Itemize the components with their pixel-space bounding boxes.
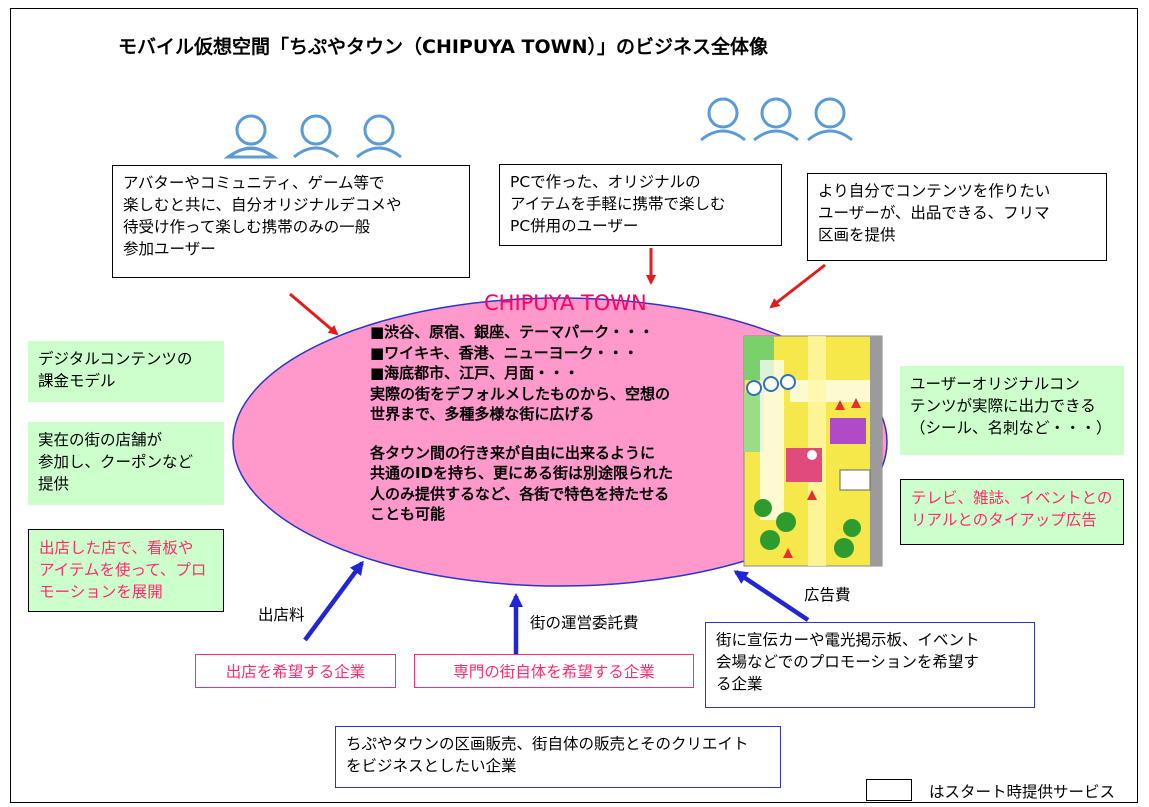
tieup-ad-box: テレビ、雑誌、イベントとの リアルとのタイアップ広告 (900, 479, 1124, 545)
user-icon (356, 114, 402, 159)
town-line: 共通のIDを持ち、更にある街は別途限られた (370, 464, 674, 482)
red-arrow-flea (769, 263, 826, 309)
user-icon (293, 114, 339, 159)
flea-market-box: より自分でコンテンツを作りたい ユーザーが、出品できる、フリマ 区画を提供 (807, 173, 1107, 261)
town-game-image (743, 335, 883, 567)
blue-arrow-ad (733, 570, 810, 622)
town-line: 世界まで、多種多様な街に広げる (370, 405, 595, 423)
user-icon (700, 97, 746, 142)
user-icons-left (223, 114, 402, 159)
diagram-frame (10, 8, 1138, 803)
town-line: ■海底都市、江戸、月面・・・ (370, 364, 580, 382)
general-user-box: アバターやコミュニティ、ゲーム等で 楽しむと共に、自分オリジナルデコメや 待受け… (112, 165, 470, 278)
ad-fee-label: 広告費 (804, 586, 851, 604)
user-icon (223, 114, 279, 159)
original-output-box: ユーザーオリジナルコン テンツが実際に出力できる （シール、名刺など・・・） (900, 366, 1124, 455)
legend-swatch (866, 779, 912, 801)
user-icon (753, 97, 799, 142)
town-line: ■ワイキキ、香港、ニューヨーク・・・ (370, 343, 639, 362)
blue-arrow-store (303, 560, 364, 642)
town-line: ことも可能 (370, 505, 446, 523)
town-line: ■渋谷、原宿、銀座、テーマパーク・・・ (370, 323, 654, 341)
town-line: 各タウン間の行き来が自由に出来るように (370, 443, 656, 462)
operation-fee-label: 街の運営委託費 (530, 614, 639, 632)
store-fee-label: 出店料 (258, 606, 305, 624)
sales-company-box: ちぷやタウンの区画販売、街自体の販売とそのクリエイト をビジネスとしたい企業 (335, 726, 781, 788)
pc-user-box: PCで作った、オリジナルの アイテムを手軽に携帯で楽しむ PC併用のユーザー (499, 164, 782, 246)
user-icon (807, 97, 853, 142)
town-line: 実際の街をデフォルメしたものから、空想の (370, 384, 671, 403)
page-title: モバイル仮想空間「ちぷやタウン（CHIPUYA TOWN）」のビジネス全体像 (118, 36, 769, 58)
user-icons-right (700, 97, 853, 142)
real-shops-box: 実在の街の店舗が 参加し、クーポンなど 提供 (28, 422, 224, 505)
town-description: ■渋谷、原宿、銀座、テーマパーク・・・ ■ワイキキ、香港、ニューヨーク・・・ ■… (370, 322, 746, 525)
ad-company-box: 街に宣伝カーや電光掲示板、イベント 会場などでのプロモーションを希望す る企業 (705, 622, 1035, 708)
town-line: 人のみ提供するなど、各街で特色を持たせる (370, 484, 670, 503)
store-company-box: 出店を希望する企業 (195, 654, 396, 688)
town-company-box: 専門の街自体を希望する企業 (414, 654, 694, 688)
digital-content-box: デジタルコンテンツの 課金モデル (28, 341, 224, 402)
legend-text: はスタート時提供サービス (929, 783, 1116, 801)
red-arrow-general (289, 292, 339, 336)
town-name: CHIPUYA TOWN (484, 291, 647, 315)
shop-promotion-box: 出店した店で、看板や アイテムを使って、プロ モーションを展開 (28, 529, 224, 612)
town-ellipse (232, 297, 888, 587)
